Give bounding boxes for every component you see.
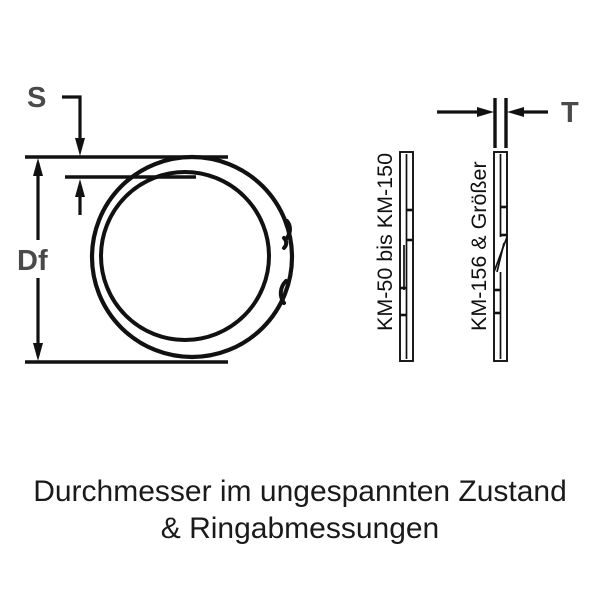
df-label: Df	[17, 245, 48, 277]
t-arrowhead-right	[507, 107, 524, 117]
s-inner-arrowhead	[75, 179, 85, 197]
s-label: S	[27, 82, 46, 114]
s-leader-arrowhead	[75, 138, 85, 156]
ring-coil-end-upper-tail	[282, 236, 289, 250]
s-dimension-group: S	[27, 82, 196, 215]
t-dimension-group: T	[437, 97, 579, 148]
t-label: T	[561, 97, 579, 129]
caption-line-1: Durchmesser im ungespannten Zustand	[33, 475, 567, 508]
df-dimension-group: Df	[17, 155, 228, 364]
ring-outer-circle	[89, 154, 295, 360]
side-view-km-50: KM-50 bis KM-150	[373, 151, 414, 362]
km50-view-label: KM-50 bis KM-150	[373, 153, 397, 331]
ring-inner-circle	[99, 170, 271, 342]
ring-front-view	[89, 154, 295, 360]
km156-view-label: KM-156 & Größer	[467, 161, 491, 331]
side-view-km-156: KM-156 & Größer	[467, 151, 508, 362]
t-arrowhead-left	[477, 107, 494, 117]
km156-bar-taper-line-2	[496, 242, 505, 273]
df-arrowhead-bottom	[33, 343, 43, 361]
s-leader-line	[62, 95, 82, 150]
ring-coil-end-upper	[285, 219, 292, 240]
ring-coil-end-lower	[278, 279, 288, 305]
df-arrowhead-top	[33, 158, 43, 176]
caption-line-2: & Ringabmessungen	[161, 512, 440, 545]
caption-group: Durchmesser im ungespannten Zustand & Ri…	[33, 475, 567, 545]
